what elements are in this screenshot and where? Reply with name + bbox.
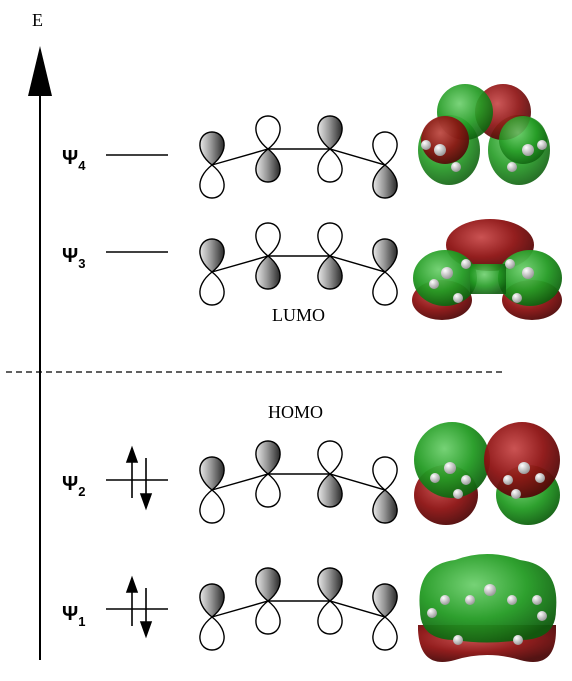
energy-axis-label: E xyxy=(32,10,43,30)
p-orbital-c1 xyxy=(199,456,225,524)
svg-text:Ψ1: Ψ1 xyxy=(62,603,85,629)
p-orbital-c2 xyxy=(255,222,281,290)
p-orbital-c2 xyxy=(255,567,281,635)
p-orbital-c3 xyxy=(317,567,343,635)
svg-text:Ψ4: Ψ4 xyxy=(62,147,86,173)
p-orbital-c2 xyxy=(255,115,281,183)
level-label-psi2: Ψ2 xyxy=(62,473,85,499)
energy-axis-arrowhead xyxy=(28,46,52,96)
orbital-sketch-psi1 xyxy=(199,567,398,651)
p-orbital-c1 xyxy=(199,238,225,306)
p-orbital-c3 xyxy=(317,222,343,290)
carbon-backbone xyxy=(211,473,386,491)
orbital-sketch-psi2 xyxy=(199,440,398,524)
svg-text:Ψ2: Ψ2 xyxy=(62,473,85,499)
carbon-backbone xyxy=(211,600,386,618)
p-orbital-c1 xyxy=(199,131,225,199)
p-orbital-c4 xyxy=(372,238,398,306)
orbital-render-psi2 xyxy=(414,422,560,525)
p-orbital-c2 xyxy=(255,440,281,508)
level-label-psi3: Ψ3 xyxy=(62,245,85,271)
p-orbital-c3 xyxy=(317,440,343,508)
p-orbital-c4 xyxy=(372,583,398,651)
orbital-render-psi1 xyxy=(418,554,557,662)
p-orbital-c4 xyxy=(372,131,398,199)
p-orbital-c1 xyxy=(199,583,225,651)
electron-pair-psi2 xyxy=(125,445,153,511)
homo-label: HOMO xyxy=(268,402,323,422)
carbon-backbone xyxy=(211,255,386,273)
orbital-sketch-psi4 xyxy=(199,115,398,199)
p-orbital-c4 xyxy=(372,456,398,524)
svg-text:Ψ3: Ψ3 xyxy=(62,245,85,271)
level-label-psi1: Ψ1 xyxy=(62,603,85,629)
orbital-sketch-psi3 xyxy=(199,222,398,306)
lumo-label: LUMO xyxy=(272,305,325,325)
p-orbital-c3 xyxy=(317,115,343,183)
carbon-backbone xyxy=(211,148,386,166)
level-label-psi4: Ψ4 xyxy=(62,147,86,173)
orbital-render-psi3 xyxy=(412,219,562,320)
orbital-render-psi4 xyxy=(418,84,550,185)
electron-pair-psi1 xyxy=(125,575,153,639)
